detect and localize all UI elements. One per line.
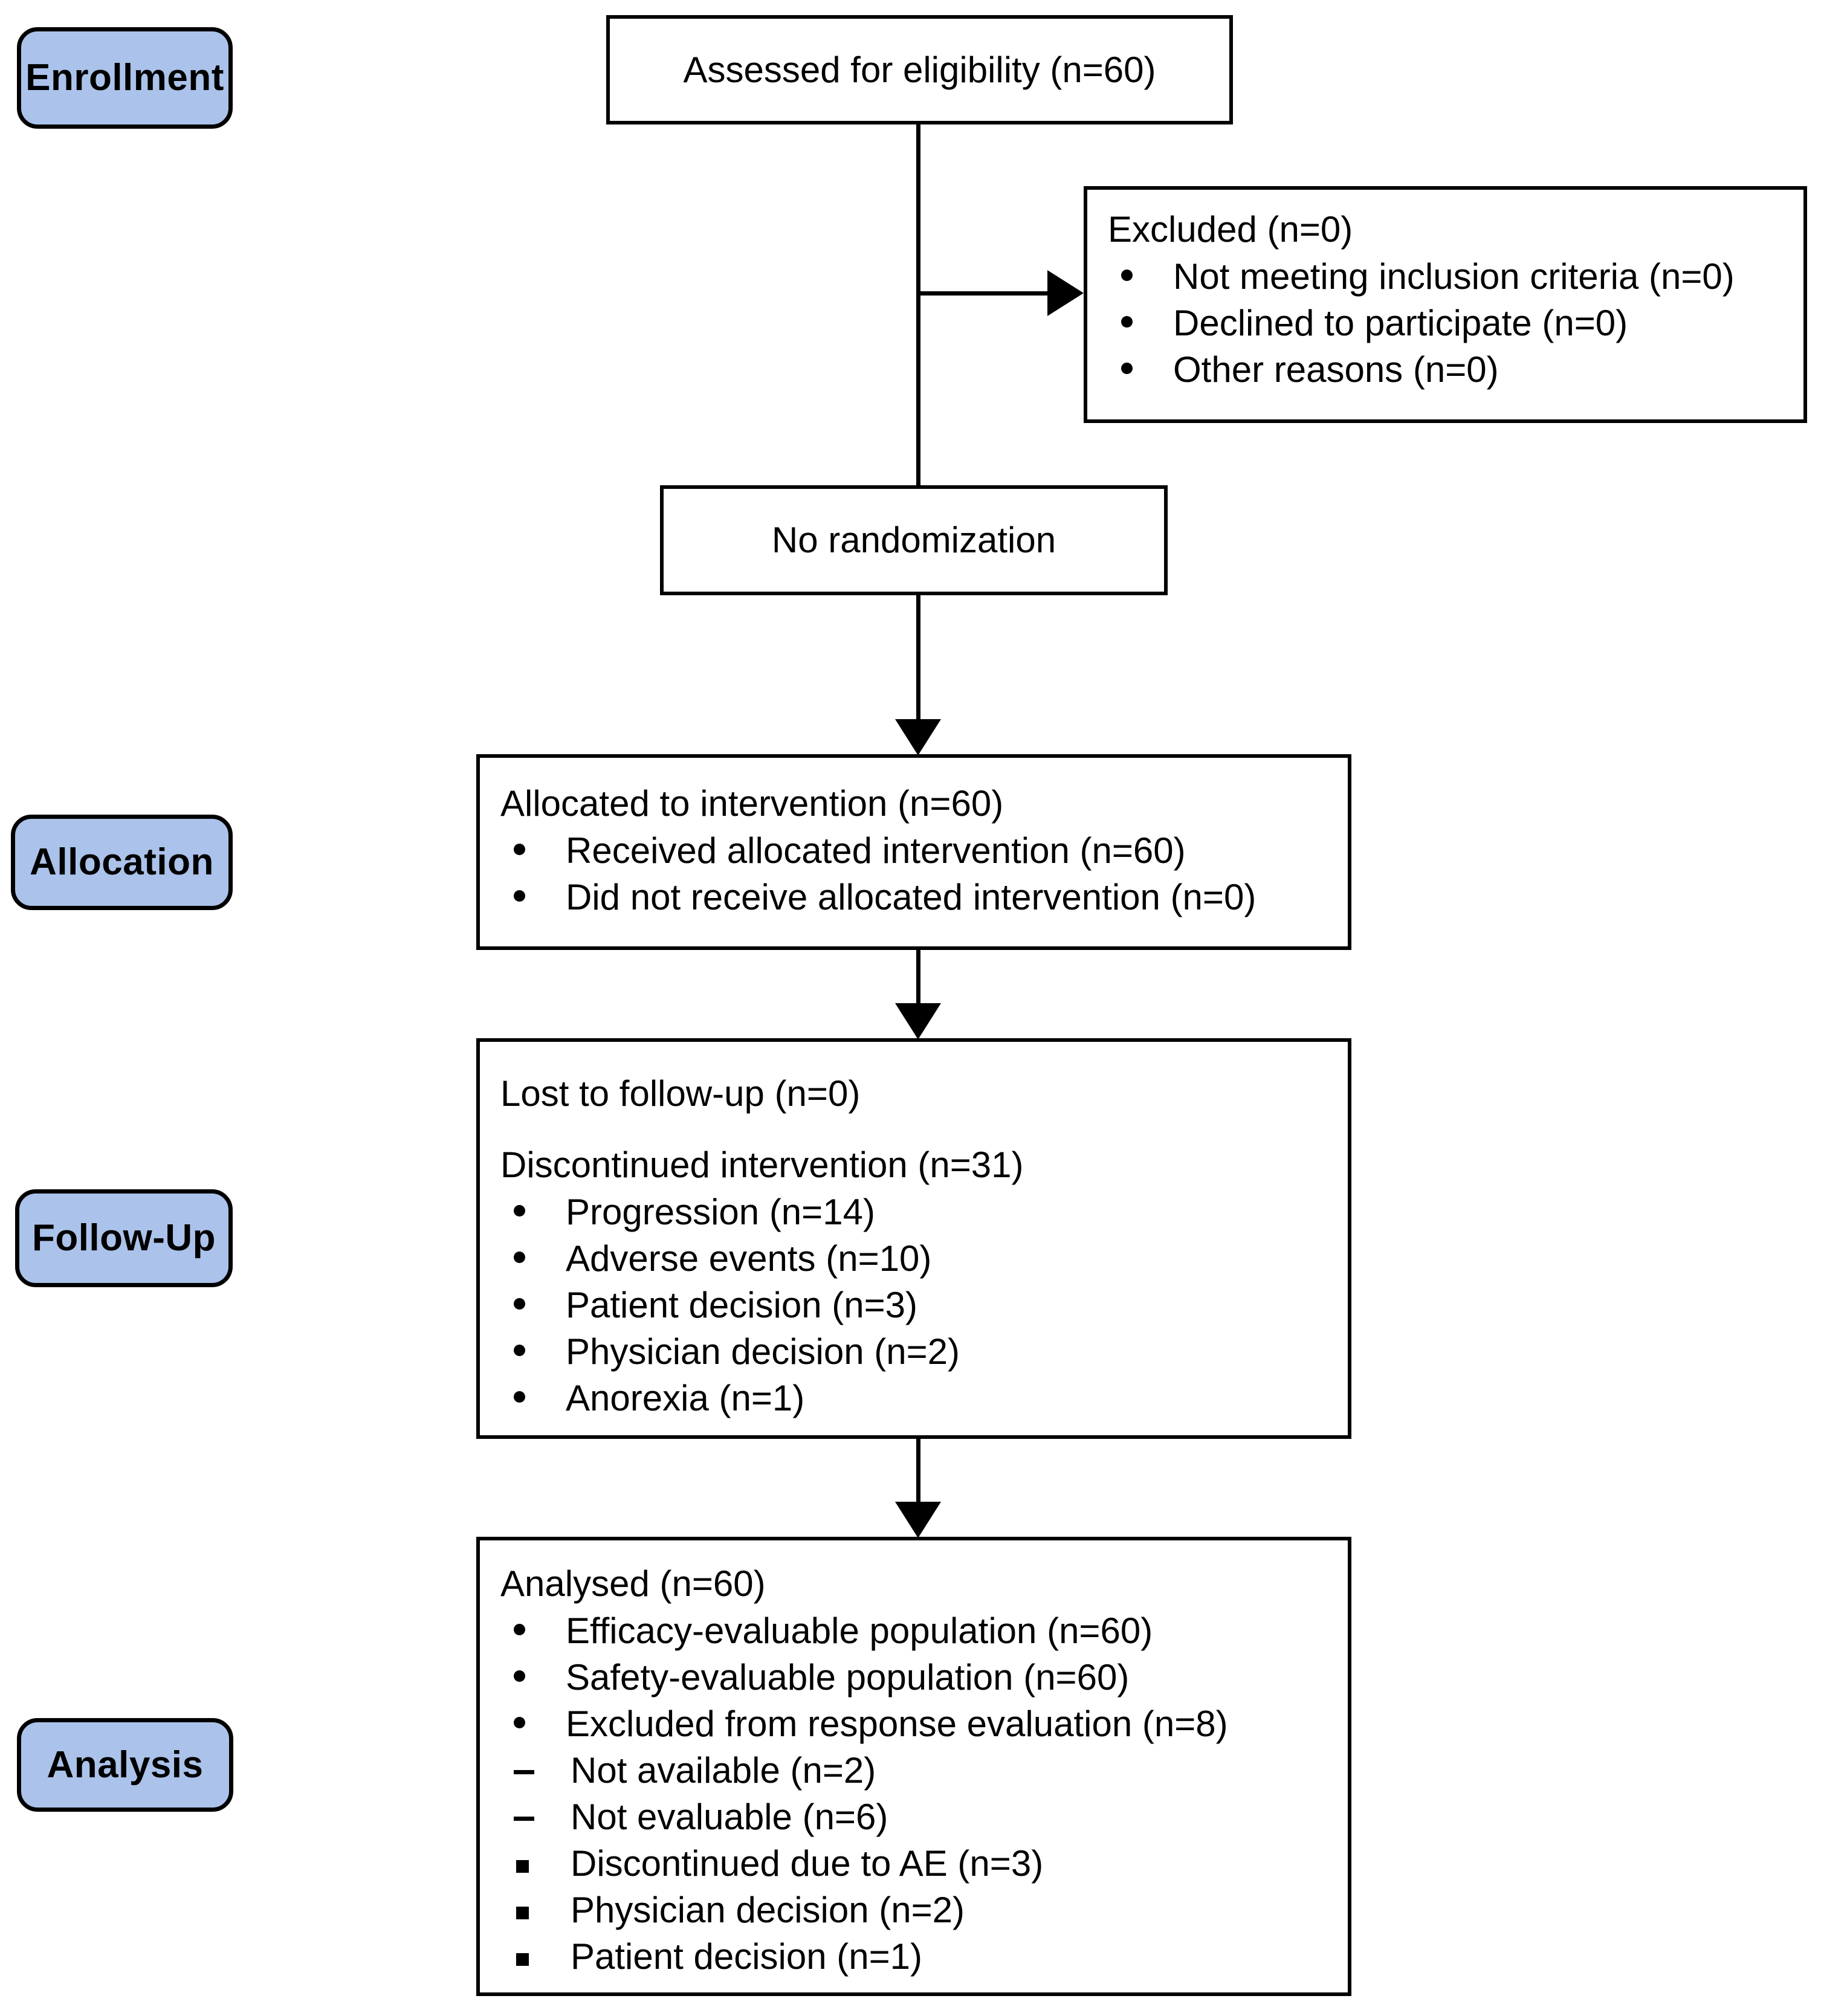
connector-branch-to-excluded (916, 291, 1050, 296)
stage-label-analysis: Analysis (17, 1718, 233, 1812)
stage-label-allocation-text: Allocation (30, 841, 214, 883)
excluded-list: Not meeting inclusion criteria (n=0) Dec… (1108, 254, 1803, 392)
list-item: Efficacy-evaluable population (n=60) (500, 1608, 1348, 1653)
list-item: Did not receive allocated intervention (… (500, 874, 1348, 920)
followup-list: Progression (n=14) Adverse events (n=10)… (500, 1189, 1348, 1421)
followup-lost-line: Lost to follow-up (n=0) (500, 1073, 861, 1114)
box-followup: Lost to follow-up (n=0) Discontinued int… (476, 1038, 1351, 1439)
list-item: Not evaluable (n=6) (500, 1794, 1348, 1840)
analysis-sub-list: Not available (n=2) Not evaluable (n=6) (500, 1748, 1348, 1840)
analysis-sub-sub-item-1: Physician decision (n=2) (571, 1890, 965, 1930)
stage-label-enrollment: Enrollment (17, 27, 233, 129)
arrowhead-to-analysis (895, 1502, 941, 1538)
stage-label-followup: Follow-Up (15, 1189, 233, 1287)
list-item: Safety-evaluable population (n=60) (500, 1655, 1348, 1700)
allocation-list: Received allocated intervention (n=60) D… (500, 828, 1348, 920)
arrowhead-to-followup (895, 1003, 941, 1039)
box-excluded: Excluded (n=0) Not meeting inclusion cri… (1084, 186, 1807, 423)
allocation-item-1: Did not receive allocated intervention (… (566, 877, 1257, 917)
arrowhead-to-excluded (1047, 270, 1084, 316)
analysis-item-2: Excluded from response evaluation (n=8) (566, 1704, 1228, 1744)
list-item: Declined to participate (n=0) (1108, 300, 1803, 346)
connector-allocation-to-followup (916, 950, 920, 1007)
stage-label-enrollment-text: Enrollment (25, 57, 224, 99)
list-item: Not meeting inclusion criteria (n=0) (1108, 254, 1803, 299)
followup-discontinued-line: Discontinued intervention (n=31) (500, 1145, 1024, 1185)
followup-item-0: Progression (n=14) (566, 1192, 875, 1232)
no-randomization-title: No randomization (771, 520, 1056, 561)
list-item: Not available (n=2) (500, 1748, 1348, 1793)
connector-followup-to-analysis (916, 1439, 920, 1505)
stage-label-allocation: Allocation (11, 815, 233, 910)
list-item: Anorexia (n=1) (500, 1375, 1348, 1421)
analysis-sub-item-0: Not available (n=2) (571, 1750, 876, 1791)
analysis-sub-sub-item-2: Patient decision (n=1) (571, 1936, 923, 1977)
analysis-sub-item-1: Not evaluable (n=6) (571, 1797, 888, 1837)
list-item: Adverse events (n=10) (500, 1236, 1348, 1281)
box-analysis: Analysed (n=60) Efficacy-evaluable popul… (476, 1537, 1351, 1996)
connector-randomization-to-allocation (916, 595, 920, 722)
followup-item-3: Physician decision (n=2) (566, 1331, 960, 1372)
box-no-randomization: No randomization (660, 485, 1168, 595)
analysis-list: Efficacy-evaluable population (n=60) Saf… (500, 1608, 1348, 1746)
connector-assessed-to-randomization (916, 124, 920, 487)
list-item: Other reasons (n=0) (1108, 347, 1803, 392)
list-item: Physician decision (n=2) (500, 1887, 1348, 1933)
box-assessed-for-eligibility: Assessed for eligibility (n=60) (606, 15, 1233, 124)
list-item: Received allocated intervention (n=60) (500, 828, 1348, 873)
allocation-title: Allocated to intervention (n=60) (500, 783, 1004, 824)
excluded-title: Excluded (n=0) (1108, 209, 1353, 250)
analysis-item-0: Efficacy-evaluable population (n=60) (566, 1611, 1153, 1651)
list-item: Discontinued due to AE (n=3) (500, 1841, 1348, 1886)
analysis-sub-sub-item-0: Discontinued due to AE (n=3) (571, 1843, 1044, 1884)
excluded-item-1: Declined to participate (n=0) (1173, 303, 1628, 343)
analysis-sub-sub-list: Discontinued due to AE (n=3) Physician d… (500, 1841, 1348, 1979)
excluded-item-2: Other reasons (n=0) (1173, 349, 1499, 390)
allocation-item-0: Received allocated intervention (n=60) (566, 830, 1186, 871)
excluded-item-0: Not meeting inclusion criteria (n=0) (1173, 256, 1735, 297)
box-allocation: Allocated to intervention (n=60) Receive… (476, 754, 1351, 950)
followup-item-4: Anorexia (n=1) (566, 1378, 805, 1418)
list-item: Patient decision (n=1) (500, 1934, 1348, 1979)
list-item: Progression (n=14) (500, 1189, 1348, 1235)
stage-label-followup-text: Follow-Up (31, 1217, 216, 1259)
stage-label-analysis-text: Analysis (47, 1743, 204, 1786)
list-item: Physician decision (n=2) (500, 1329, 1348, 1374)
arrowhead-to-allocation (895, 719, 941, 755)
followup-item-1: Adverse events (n=10) (566, 1238, 932, 1279)
assessed-title: Assessed for eligibility (n=60) (683, 49, 1156, 90)
analysis-title: Analysed (n=60) (500, 1563, 766, 1604)
analysis-item-1: Safety-evaluable population (n=60) (566, 1657, 1130, 1698)
list-item: Patient decision (n=3) (500, 1282, 1348, 1328)
followup-item-2: Patient decision (n=3) (566, 1285, 918, 1325)
list-item: Excluded from response evaluation (n=8) (500, 1701, 1348, 1746)
